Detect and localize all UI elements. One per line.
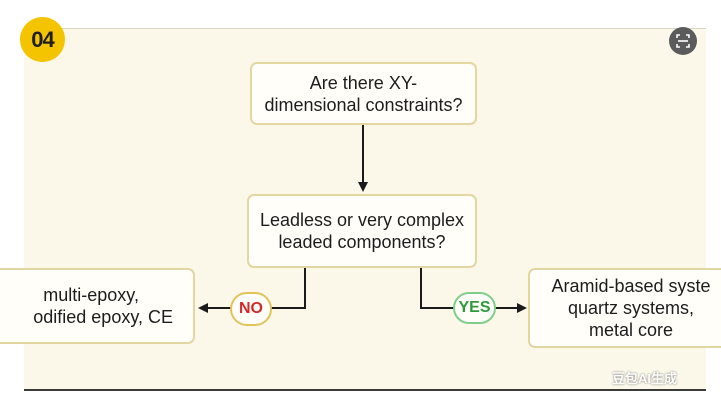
yes-label: YES xyxy=(453,292,496,324)
question2-line1: Leadless or very complex xyxy=(259,210,465,230)
result-node-no: multi-epoxy, odified epoxy, CE xyxy=(0,268,195,344)
question1-line2: dimensional constraints? xyxy=(264,94,463,115)
question1-line1: Are there XY- xyxy=(309,72,418,93)
question2-line2: leaded components? xyxy=(278,232,446,252)
no-label: NO xyxy=(230,292,272,326)
bottom-rule xyxy=(24,389,706,391)
no-result-line2: odified epoxy, CE xyxy=(33,307,173,327)
question-node-components: Leadless or very complex leaded componen… xyxy=(247,194,477,268)
yes-result-line1: Aramid-based syste xyxy=(551,276,711,296)
result-node-yes: Aramid-based syste quartz systems, metal… xyxy=(528,268,721,348)
top-rule xyxy=(24,28,706,29)
scan-icon xyxy=(676,34,690,48)
watermark-text: 豆包AI生成 xyxy=(612,371,678,386)
step-number-badge: 04 xyxy=(20,17,65,62)
scan-icon-button[interactable] xyxy=(669,27,697,55)
yes-result-line2: quartz systems, xyxy=(567,298,695,318)
question-node-xy-constraints: Are there XY- dimensional constraints? xyxy=(250,62,477,125)
yes-result-line3: metal core xyxy=(588,320,674,340)
no-result-line1: multi-epoxy, xyxy=(43,285,139,305)
